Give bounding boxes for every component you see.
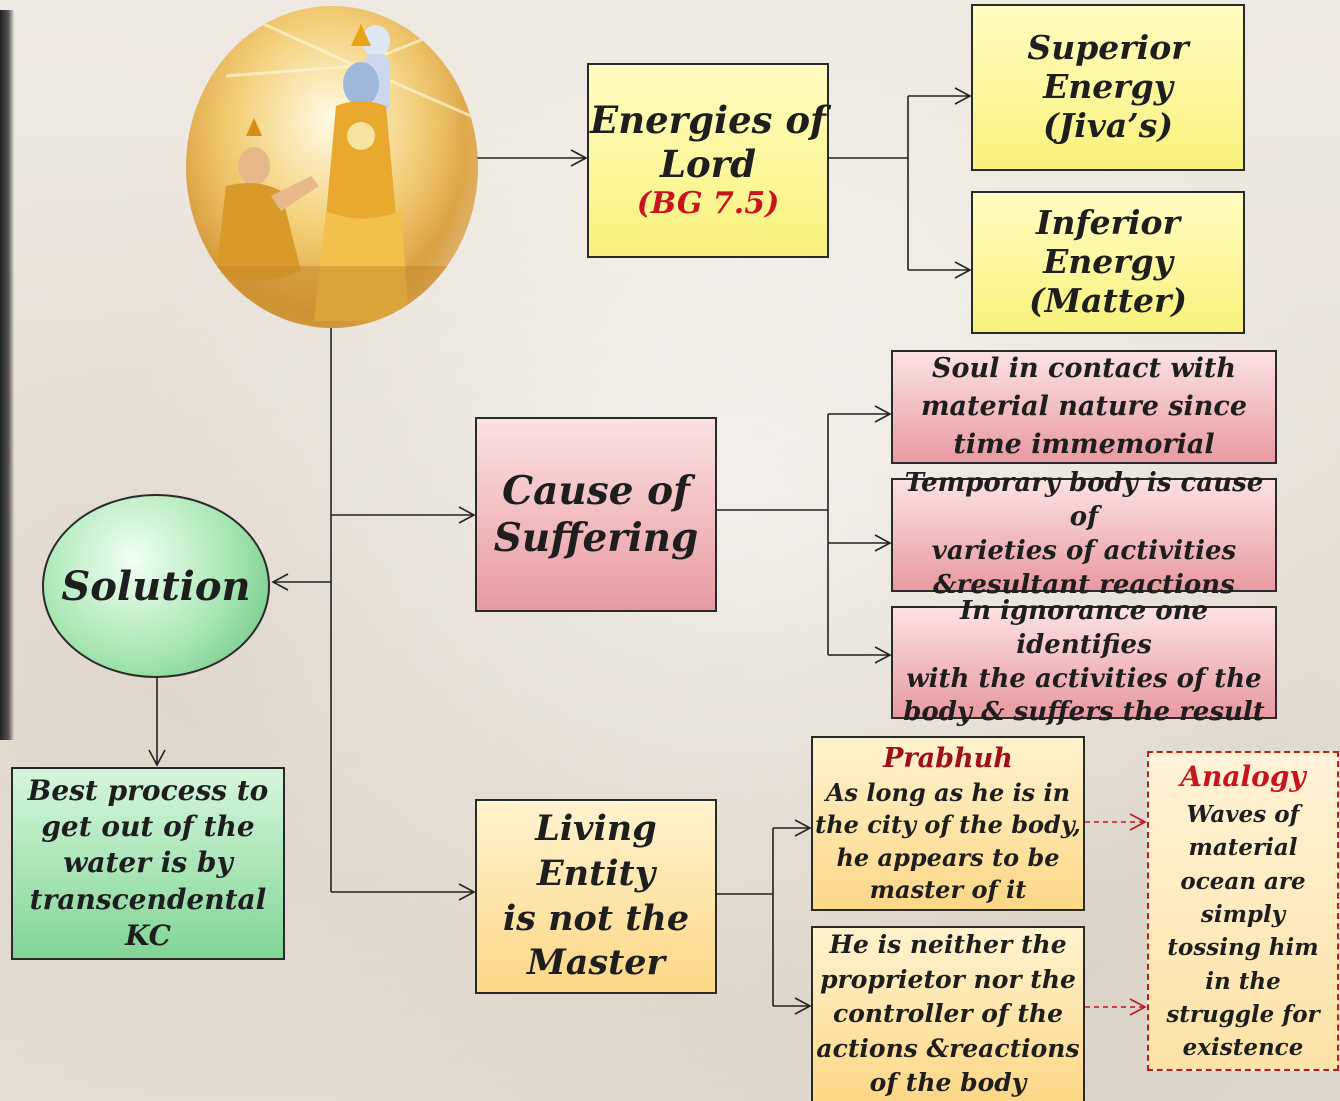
- cause-point-line: varieties of activities: [931, 536, 1237, 566]
- energies-of-lord-box: Energies of Lord (BG 7.5): [587, 63, 829, 258]
- neither-line: proprietor nor the: [820, 964, 1076, 994]
- analogy-line: struggle for: [1166, 1000, 1320, 1028]
- analogy-line: existence: [1182, 1034, 1304, 1062]
- neither-line: controller of the: [832, 999, 1063, 1029]
- superior-energy-box: Superior Energy (Jiva’s): [971, 4, 1245, 171]
- best-process-line: KC: [125, 919, 171, 953]
- neither-line: He is neither the: [829, 930, 1067, 960]
- analogy-box: Analogy Waves of material ocean are simp…: [1147, 751, 1339, 1071]
- cause-point-box: In ignorance one identifies with the act…: [891, 596, 1277, 727]
- solution-label: Solution: [61, 562, 251, 610]
- cause-line1: Cause of: [502, 468, 690, 515]
- best-process-line: transcendental: [29, 882, 267, 916]
- cause-point-line: Soul in contact with: [931, 353, 1237, 385]
- cause-of-suffering-box: Cause of Suffering: [475, 417, 717, 612]
- best-process-box: Best process to get out of the water is …: [11, 767, 285, 960]
- cause-point-line: material nature since: [920, 391, 1248, 423]
- analogy-line: in the: [1205, 967, 1281, 995]
- living-entity-line3: Master: [526, 942, 665, 984]
- prabhuh-line: master of it: [869, 875, 1027, 905]
- prabhuh-line: As long as he is in: [825, 777, 1071, 807]
- energies-line1: Energies of: [590, 98, 826, 143]
- living-entity-line2: is not the: [502, 897, 690, 939]
- analogy-line: Waves of: [1186, 800, 1300, 828]
- inferior-line2: Energy: [1043, 242, 1173, 282]
- analogy-line: ocean are: [1180, 867, 1306, 895]
- solution-circle: Solution: [42, 494, 270, 678]
- cause-point-line: time immemorial: [953, 428, 1215, 460]
- best-process-line: water is by: [63, 846, 233, 880]
- cause-point-line: &resultant reactions: [933, 569, 1235, 600]
- analogy-line: material: [1188, 834, 1298, 862]
- energies-line2: Lord: [659, 141, 757, 186]
- superior-line3: (Jiva’s): [1042, 105, 1173, 145]
- cause-point-line: with the activities of the: [906, 663, 1262, 694]
- analogy-line: tossing him: [1167, 934, 1319, 962]
- cause-line2: Suffering: [493, 514, 699, 561]
- cause-point-box: Soul in contact with material nature sin…: [891, 350, 1277, 464]
- analogy-title: Analogy: [1180, 760, 1306, 794]
- left-edge-shadow: [0, 10, 14, 740]
- best-process-line: Best process to: [27, 773, 269, 807]
- cause-point-line: In ignorance one identifies: [959, 595, 1209, 660]
- neither-line: of the body: [869, 1068, 1027, 1098]
- living-entity-line1: Living Entity: [535, 807, 657, 894]
- neither-box: He is neither the proprietor nor the con…: [811, 926, 1085, 1101]
- analogy-line: simply: [1200, 900, 1286, 928]
- superior-line2: Energy: [1043, 67, 1173, 107]
- best-process-line: get out of the: [41, 809, 255, 843]
- prabhuh-line: the city of the body,: [815, 810, 1081, 840]
- cause-point-box: Temporary body is cause of varieties of …: [891, 468, 1277, 600]
- superior-line1: Superior: [1027, 28, 1189, 68]
- prabhuh-line: he appears to be: [836, 842, 1060, 872]
- cause-point-line: body & suffers the result: [903, 697, 1265, 728]
- inferior-energy-box: Inferior Energy (Matter): [971, 191, 1245, 334]
- inferior-line1: Inferior: [1036, 203, 1180, 243]
- neither-line: actions &reactions: [816, 1033, 1080, 1063]
- prabhuh-title: Prabhuh: [883, 742, 1013, 774]
- energies-reference: (BG 7.5): [636, 186, 780, 222]
- krishna-arjuna-image: [186, 6, 478, 328]
- inferior-line3: (Matter): [1028, 280, 1187, 320]
- prabhuh-box: Prabhuh As long as he is in the city of …: [811, 736, 1085, 911]
- cause-point-line: Temporary body is cause of: [904, 468, 1264, 533]
- living-entity-box: Living Entity is not the Master: [475, 799, 717, 994]
